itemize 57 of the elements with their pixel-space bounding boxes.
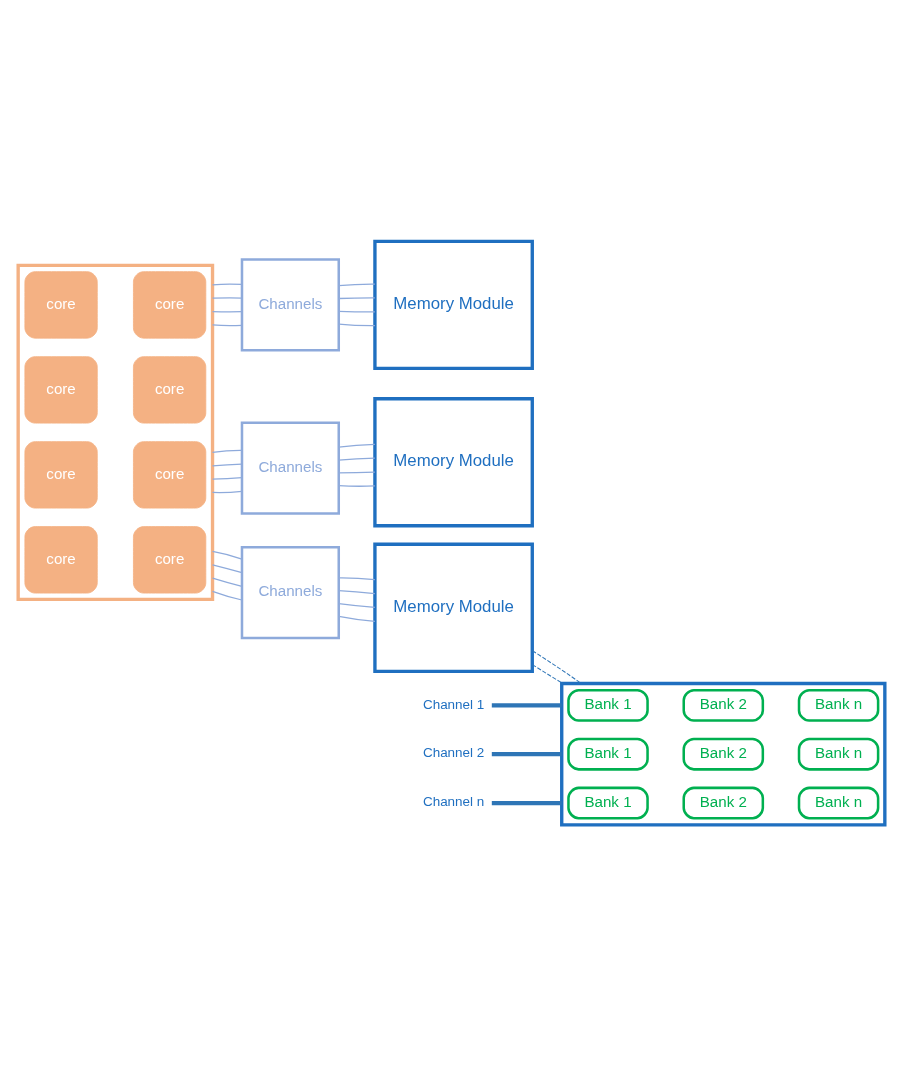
connector	[211, 590, 243, 601]
connector	[338, 590, 376, 595]
connector	[211, 310, 243, 313]
node-box: Bank n	[797, 737, 880, 771]
node-box: core	[133, 526, 207, 594]
connector	[211, 324, 243, 327]
connector	[338, 310, 376, 313]
connector	[338, 484, 376, 487]
connector	[211, 564, 243, 574]
connector	[338, 323, 376, 327]
connector	[338, 602, 376, 609]
connector	[491, 703, 562, 708]
connector	[491, 752, 562, 757]
node-box: core	[24, 526, 98, 594]
connector	[338, 577, 376, 581]
cluster	[16, 263, 215, 602]
connector	[531, 650, 582, 685]
connector	[211, 550, 243, 560]
node-box: core	[133, 441, 207, 509]
node-box: Bank 2	[682, 786, 765, 820]
connector	[338, 297, 376, 300]
node-box: Bank 1	[567, 689, 649, 722]
connector	[338, 615, 376, 622]
node-box: Channels	[240, 421, 340, 515]
connector	[211, 283, 243, 286]
connector	[211, 463, 243, 467]
connector	[211, 297, 243, 299]
connector	[491, 800, 562, 806]
connector	[338, 457, 376, 461]
node-box: core	[133, 271, 207, 339]
connector	[531, 664, 564, 685]
connector	[338, 443, 376, 448]
node-text: Channel 2	[422, 745, 485, 761]
node-box: Memory Module	[373, 542, 534, 674]
connector	[211, 577, 243, 587]
node-box: Memory Module	[373, 239, 534, 371]
cluster	[560, 681, 887, 827]
node-box: Bank 1	[567, 786, 649, 820]
node-box: Bank n	[797, 786, 880, 820]
connector	[338, 283, 376, 287]
node-box: core	[24, 356, 98, 424]
node-box: core	[24, 441, 98, 509]
connector	[211, 449, 243, 454]
node-box: Bank 2	[682, 689, 765, 722]
node-text: Channel 1	[422, 696, 485, 712]
node-text: Channel n	[422, 794, 485, 810]
node-box: Bank 2	[682, 737, 765, 771]
node-box: core	[24, 271, 98, 339]
connector	[338, 471, 376, 474]
node-box: Bank n	[797, 689, 880, 722]
node-box: core	[133, 356, 207, 424]
node-box: Channels	[240, 258, 340, 352]
connector	[211, 477, 243, 480]
node-box: Memory Module	[373, 397, 534, 528]
connector	[211, 490, 243, 494]
node-box: Bank 1	[567, 737, 649, 771]
node-box: Channels	[240, 545, 340, 640]
